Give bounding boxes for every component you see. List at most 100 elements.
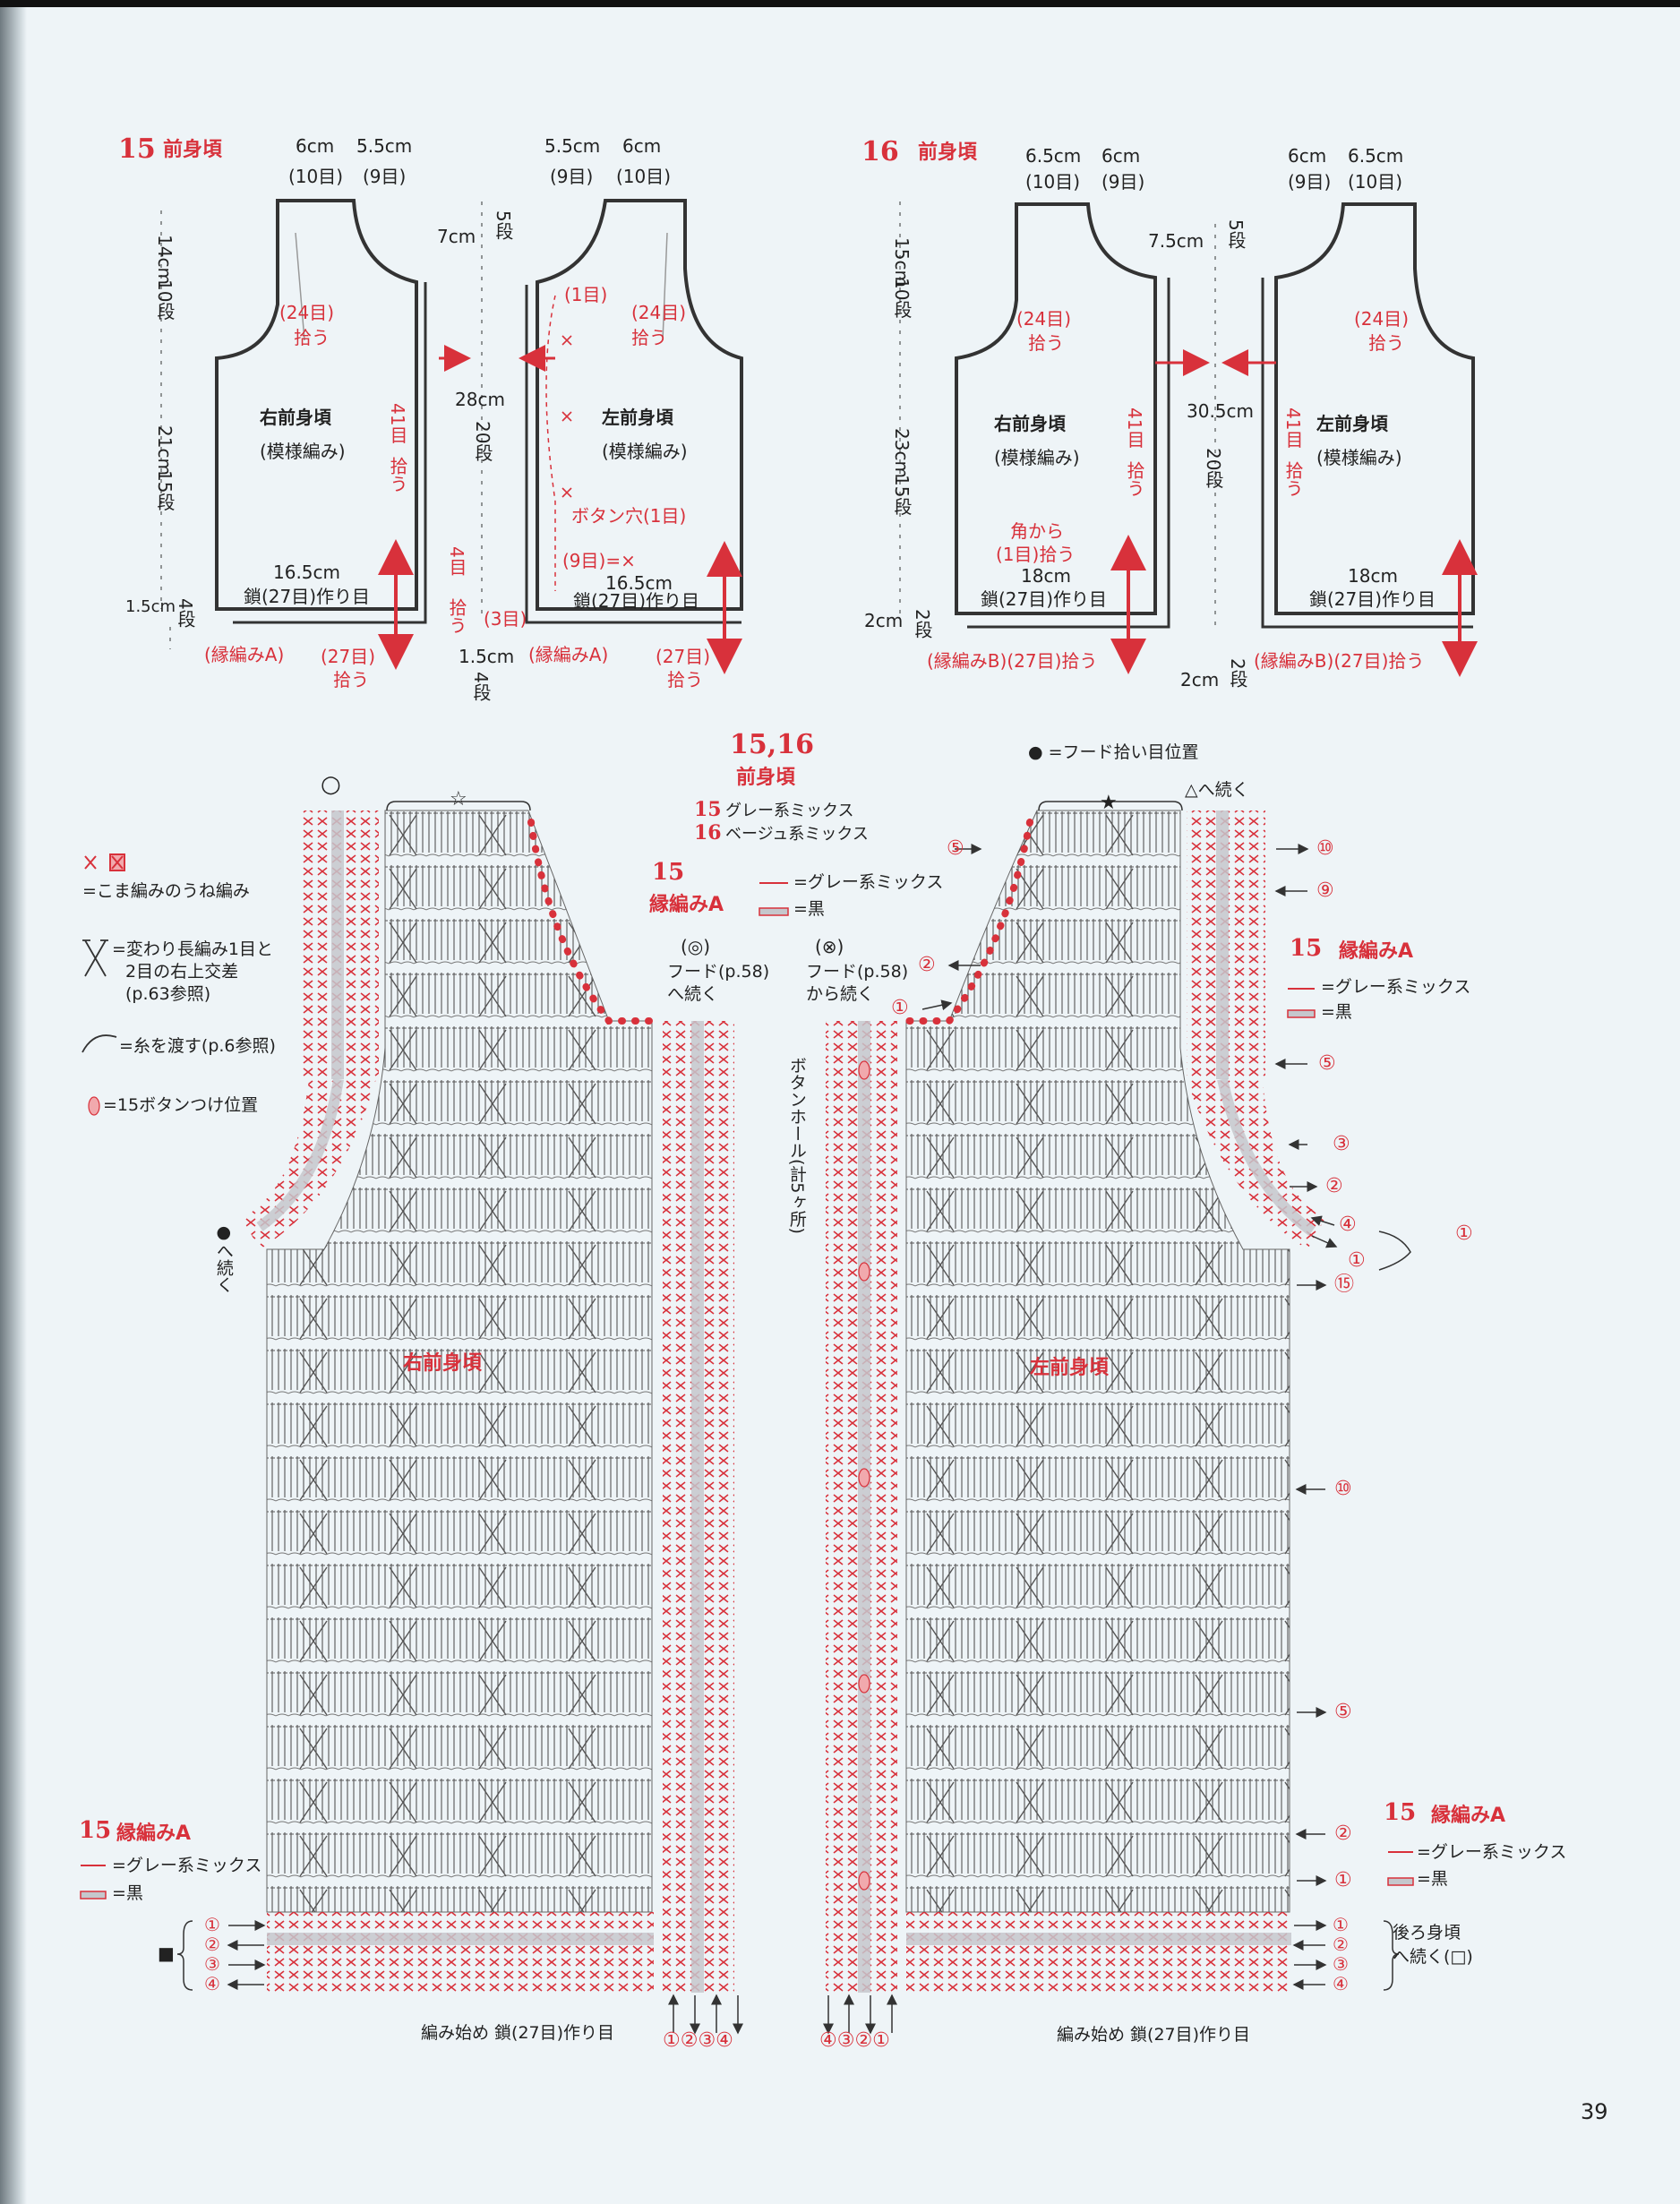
s16-h2: 23cm xyxy=(891,428,913,478)
chart-start-right: 編み始め 鎖(27目)作り目 xyxy=(421,2023,615,2043)
s15-mid-h3s: 4段 xyxy=(470,672,492,701)
legend-sym3-text: =糸を渡す(p.6参照) xyxy=(119,1036,276,1056)
s15-pick3: (3目) xyxy=(484,608,527,630)
s16-mid-h3s: 2段 xyxy=(1227,658,1248,688)
chart-16-no: 16 xyxy=(694,821,722,845)
s15-pick24-r: (24目) xyxy=(279,302,335,323)
hem-row-r1: ① xyxy=(1333,1914,1349,1935)
chart-15-color: グレー系ミックス xyxy=(725,802,854,820)
row-num-1a: ① xyxy=(1348,1249,1366,1272)
buttonhole-note: ボタンホール(計5ヶ所) xyxy=(786,1057,807,1234)
s16-mid-h2s: 20段 xyxy=(1203,448,1224,489)
legend-sym2b-text: 2目の右上交差 xyxy=(125,962,239,982)
s16-mid-h1: 7.5cm xyxy=(1148,230,1204,252)
s16-pick41b-l: 拾う xyxy=(1282,461,1304,497)
legend-right-15-no: 15 xyxy=(1290,935,1323,962)
s15-edging-r: (縁編みA) xyxy=(204,644,285,665)
schematic-15 xyxy=(160,199,743,674)
s15-pick-r: 拾う xyxy=(294,327,330,348)
legend-symbols xyxy=(80,853,1414,1900)
s16-pick-l: 拾う xyxy=(1368,332,1404,354)
schematic-15-title: 前身頃 xyxy=(163,139,223,161)
schematic-15-number: 15 xyxy=(118,133,156,165)
row-num-3: ③ xyxy=(1333,1133,1350,1155)
s16-top-s3: (9目) xyxy=(1288,171,1332,193)
legend-sym2-text: =変わり長編み1目と xyxy=(112,939,274,959)
top-edge-bar xyxy=(0,0,1680,7)
s16-top-w4: 6.5cm xyxy=(1348,145,1404,167)
s15-top-w1: 6cm xyxy=(296,135,335,157)
s16-pick41-l: 41目 xyxy=(1282,407,1304,449)
legend-left-15-title: 縁編みA xyxy=(116,1822,192,1845)
legend-left-15-black: =黒 xyxy=(112,1883,143,1903)
star-white-mark: ☆ xyxy=(450,788,467,810)
s15-width-l: 16.5cm xyxy=(605,572,673,594)
s16-pick41-r: 41目 xyxy=(1124,407,1145,449)
book-spine-shadow xyxy=(0,0,27,2204)
s16-h1: 15cm xyxy=(891,237,913,287)
s16-right-pattern: (模様編み) xyxy=(994,447,1080,468)
s16-h2s: 15段 xyxy=(891,475,913,516)
hood-pick-legend: ● =フード拾い目位置 xyxy=(1028,742,1199,762)
schematic-16-right-front-outline xyxy=(955,202,1157,615)
s15-pick4: 4目 xyxy=(446,546,467,576)
hood-from-sym: (⊗) xyxy=(815,936,844,957)
hem-row-r2: ② xyxy=(1333,1934,1349,1955)
row-num-15: ⑮ xyxy=(1334,1274,1355,1296)
row-num-5a: ⑤ xyxy=(1318,1052,1336,1075)
s16-top-w2: 6cm xyxy=(1101,145,1141,167)
schematic-15-left-front-outline xyxy=(536,199,743,611)
row-num-1b: ① xyxy=(1334,1869,1352,1891)
hood-to-sym: (◎) xyxy=(681,936,711,957)
s15-top-s2: (9目) xyxy=(363,166,407,187)
row-num-10b: ⑩ xyxy=(1334,1478,1352,1500)
s16-top-s1: (10目) xyxy=(1025,171,1081,193)
legend-br-15-gray: =グレー系ミックス xyxy=(1417,1842,1567,1862)
s15-h3s: 4段 xyxy=(175,598,196,628)
s16-width-r: 18cm xyxy=(1021,565,1071,587)
legend-br-15-title: 縁編みA xyxy=(1431,1805,1506,1827)
s16-top-w3: 6cm xyxy=(1288,145,1327,167)
black-square-mark: ■ xyxy=(158,1942,175,1964)
s15-edging-l: (縁編みA) xyxy=(528,644,609,665)
bottom-nums-right: ④③②① xyxy=(819,2029,890,2052)
s15-mid-h2s: 20段 xyxy=(472,421,493,462)
hood-to-2: へ続く xyxy=(667,984,719,1004)
back-continue-2: へ続く(□) xyxy=(1393,1947,1473,1967)
row-num-4: ④ xyxy=(1339,1213,1357,1236)
legend-right-15-title: 縁編みA xyxy=(1339,940,1414,963)
s15-right-name: 右前身頃 xyxy=(260,407,331,428)
s15-h2s: 15段 xyxy=(154,470,176,511)
s15-pick-l: 拾う xyxy=(631,327,667,348)
s15-chain-l: 鎖(27目)作り目 xyxy=(573,590,700,612)
hood-from-2: から続く xyxy=(806,984,875,1004)
legend-sym1-text: =こま編みのうね編み xyxy=(82,881,250,901)
s15-h1s: 10段 xyxy=(154,279,176,321)
legend-br-15-black: =黒 xyxy=(1417,1869,1448,1889)
left-front-hem-band xyxy=(906,1912,1291,1993)
s16-left-pattern: (模様編み) xyxy=(1316,447,1402,468)
row-num-5b: ⑤ xyxy=(1334,1701,1352,1723)
s15-buttonhole: ボタン穴(1目) xyxy=(571,505,687,527)
s15-h3: 1.5cm xyxy=(125,597,176,616)
s15-pick24-l: (24目) xyxy=(631,302,687,323)
back-continue-1: 後ろ身頃 xyxy=(1393,1923,1461,1942)
s15-top-w3: 5.5cm xyxy=(544,135,601,157)
s16-pick-r: 拾う xyxy=(1028,332,1064,354)
chart-edging-title: 縁編みA xyxy=(649,894,724,916)
s15-nine: (9目)=× xyxy=(562,550,636,571)
bottom-nums-left: ①②③④ xyxy=(663,2029,733,2052)
schematic-16-number: 16 xyxy=(861,136,899,167)
s15-top-w4: 6cm xyxy=(622,135,662,157)
triangle-continue: △へ続く xyxy=(1185,780,1249,800)
s16-corner: 角から xyxy=(1010,520,1064,542)
s16-mid-h1s: 5段 xyxy=(1225,219,1247,249)
chart-title: 前身頃 xyxy=(736,767,796,789)
legend-right-15-black: =黒 xyxy=(1321,1002,1352,1022)
star-black-mark: ★ xyxy=(1100,792,1118,814)
s15-h2: 21cm xyxy=(154,425,176,476)
row-num-1-outer: ① xyxy=(1455,1222,1473,1245)
legend-left-15-gray: =グレー系ミックス xyxy=(112,1856,262,1875)
neck-row-5: ⑤ xyxy=(947,837,964,860)
